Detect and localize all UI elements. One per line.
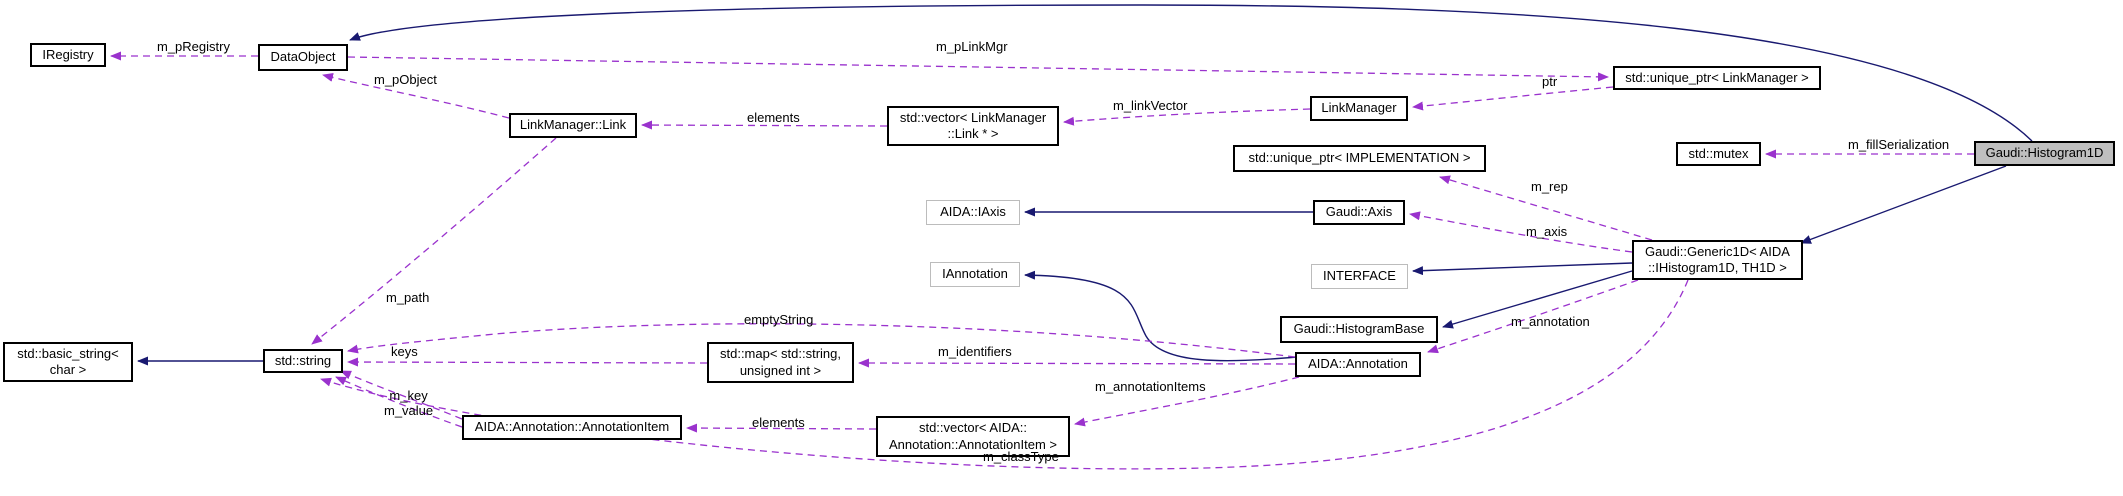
edge-label-m-axis: m_axis [1526, 224, 1568, 239]
edge-annotation-vectorannitem [1074, 376, 1300, 427]
node-std-map-string-uint[interactable]: std::map< std::string, unsigned int > [707, 342, 854, 383]
edge-vectorlink-link [641, 120, 888, 130]
edge-linkmanager-vectorlink [1063, 108, 1311, 126]
node-std-mutex[interactable]: std::mutex [1676, 142, 1761, 166]
edge-dataobject-uniqueptr-linkmanager [347, 56, 1609, 82]
node-std-unique-ptr-linkmanager[interactable]: std::unique_ptr< LinkManager > [1613, 66, 1821, 90]
edge-label-m-annotation: m_annotation [1511, 314, 1590, 329]
node-interface: INTERFACE [1311, 264, 1408, 289]
node-iregistry[interactable]: IRegistry [30, 43, 106, 67]
edge-generic1d-histogrambase [1442, 270, 1633, 329]
edge-label-m-rep: m_rep [1531, 179, 1568, 194]
edge-generic1d-interface [1412, 262, 1633, 276]
node-aida-annotation-annotationitem[interactable]: AIDA::Annotation::AnnotationItem [462, 415, 682, 440]
node-std-vector-linkmanager-link[interactable]: std::vector< LinkManager ::Link * > [887, 106, 1059, 146]
node-aida-iaxis: AIDA::IAxis [926, 200, 1020, 225]
edge-label-emptystring: emptyString [744, 312, 814, 327]
node-iannotation: IAnnotation [930, 262, 1020, 287]
node-gaudi-histogram1d: Gaudi::Histogram1D [1974, 141, 2115, 166]
edge-histogram1d-dataobject [349, 4, 2033, 142]
edge-link-string-mpath [311, 137, 557, 345]
node-std-unique-ptr-implementation[interactable]: std::unique_ptr< IMPLEMENTATION > [1233, 145, 1486, 172]
edge-label-elements-bottom: elements [752, 415, 805, 430]
edge-annitem-string-mvalue [335, 376, 463, 428]
node-aida-annotation[interactable]: AIDA::Annotation [1295, 352, 1421, 377]
edge-label-m-pregistry: m_pRegistry [157, 39, 230, 54]
edge-label-keys: keys [391, 344, 418, 359]
edge-label-m-linkvector: m_linkVector [1113, 98, 1188, 113]
edge-label-m-plinkmgr: m_pLinkMgr [936, 39, 1008, 54]
edge-annitem-string-mkey [340, 370, 463, 420]
edge-annotation-iannotation [1024, 270, 1298, 362]
edge-link-dataobject [322, 73, 510, 119]
edge-map-string-keys [347, 357, 708, 367]
node-std-basic-string-char[interactable]: std::basic_string< char > [3, 342, 133, 382]
edge-histogram1d-generic1d [1800, 165, 2007, 244]
node-gaudi-histogrambase[interactable]: Gaudi::HistogramBase [1280, 316, 1438, 343]
edge-label-elements-top: elements [747, 110, 800, 125]
node-dataobject[interactable]: DataObject [258, 44, 348, 71]
edge-label-m-classtype: m_classType [983, 449, 1059, 464]
edge-label-m-key-m-value: m_key m_value [384, 388, 434, 418]
edge-label-m-pobject: m_pObject [374, 72, 437, 87]
edge-label-m-annotationitems: m_annotationItems [1095, 379, 1206, 394]
edge-generic1d-axis [1409, 211, 1633, 253]
edge-generic1d-annotation [1427, 279, 1639, 354]
edge-label-ptr: ptr [1542, 74, 1558, 89]
edge-generic1d-uniqueptr-implementation [1439, 175, 1653, 241]
node-gaudi-generic1d[interactable]: Gaudi::Generic1D< AIDA ::IHistogram1D, T… [1632, 240, 1803, 280]
node-linkmanager-link[interactable]: LinkManager::Link [509, 113, 637, 138]
node-std-vector-annotationitem[interactable]: std::vector< AIDA:: Annotation::Annotati… [876, 416, 1070, 457]
edge-uniqueptr-linkmanager-linkmanager [1412, 86, 1614, 111]
edge-label-m-identifiers: m_identifiers [938, 344, 1012, 359]
edge-annotation-map-midentifiers [858, 358, 1296, 368]
edge-generic1d-string-mclasstype [320, 279, 1689, 470]
edge-label-m-fillserialization: m_fillSerialization [1848, 137, 1950, 152]
edge-annotation-string-emptystring [347, 323, 1296, 358]
node-linkmanager[interactable]: LinkManager [1310, 96, 1408, 121]
edge-label-m-path: m_path [386, 290, 430, 305]
node-gaudi-axis[interactable]: Gaudi::Axis [1313, 200, 1405, 225]
node-std-string[interactable]: std::string [263, 349, 343, 373]
edge-vectorannitem-annitem-elements [686, 423, 877, 433]
